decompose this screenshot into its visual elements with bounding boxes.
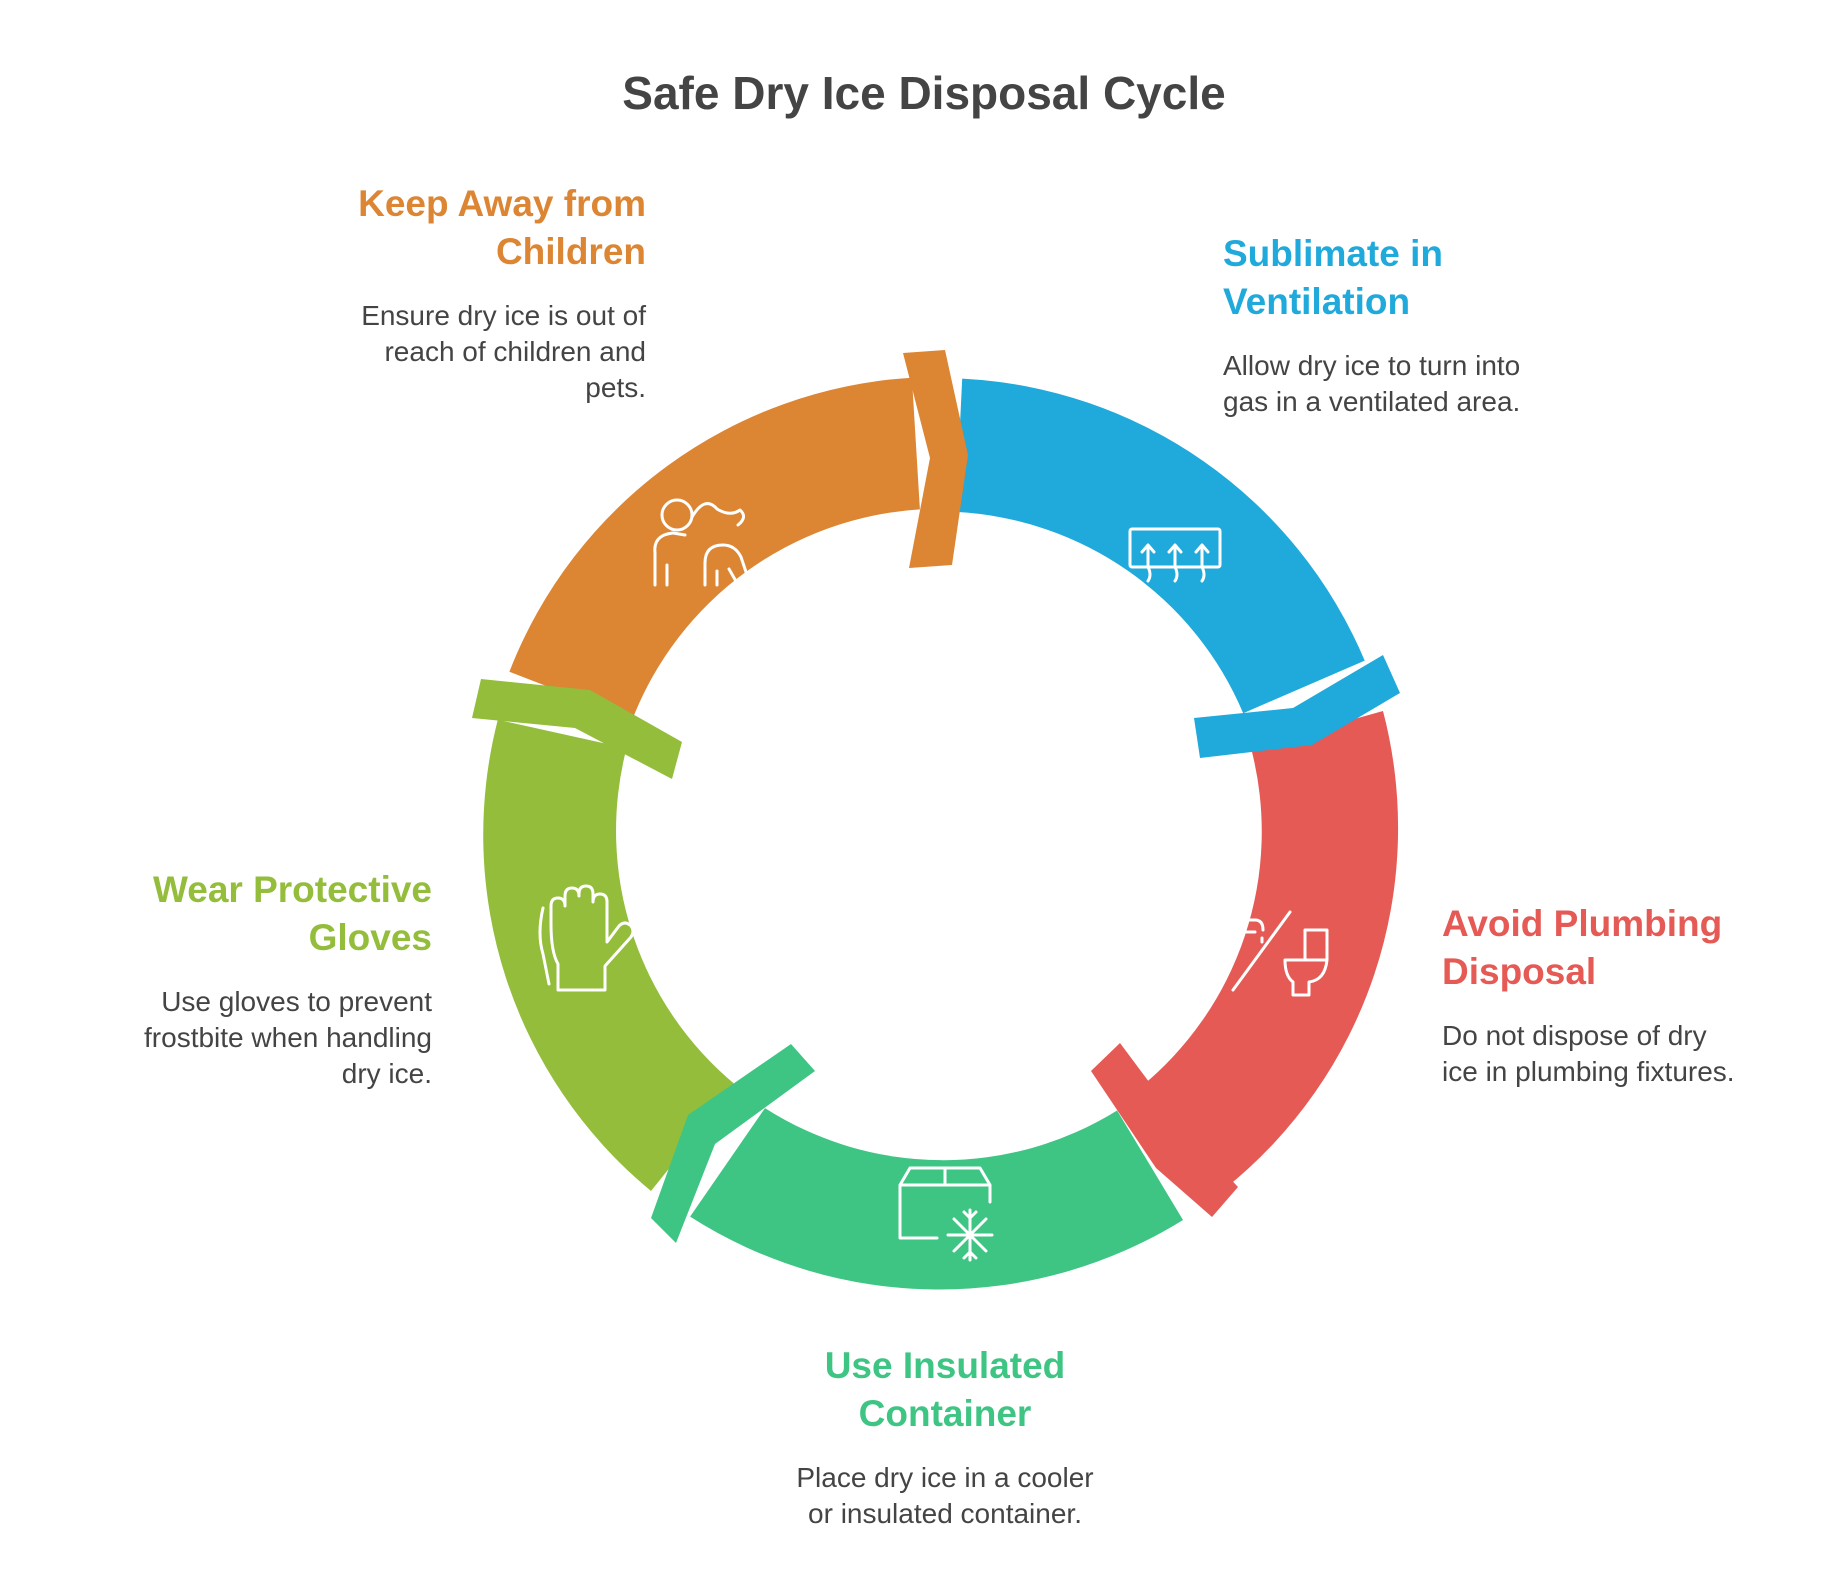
step-gloves: Wear Protective Gloves Use gloves to pre… xyxy=(30,866,432,1092)
desc-line: Ensure dry ice is out of xyxy=(361,300,646,331)
connector-gloves-children xyxy=(472,679,682,779)
desc-line: ice in plumbing fixtures. xyxy=(1442,1056,1735,1087)
heading-line: Sublimate in xyxy=(1223,233,1443,274)
heading-line: Keep Away from xyxy=(358,183,646,224)
desc-line: Allow dry ice to turn into xyxy=(1223,350,1521,381)
step-description: Place dry ice in a cooler or insulated c… xyxy=(735,1460,1155,1532)
step-description: Ensure dry ice is out of reach of childr… xyxy=(240,298,646,406)
desc-line: pets. xyxy=(585,372,646,403)
segment-gloves xyxy=(483,719,736,1191)
heading-line: Wear Protective xyxy=(153,869,432,910)
segment-children xyxy=(509,377,920,720)
step-heading: Use Insulated Container xyxy=(735,1342,1155,1438)
desc-line: frostbite when handling xyxy=(144,1022,432,1053)
step-sublimate: Sublimate in Ventilation Allow dry ice t… xyxy=(1223,230,1643,420)
segment-plumbing xyxy=(1137,711,1399,1190)
step-container: Use Insulated Container Place dry ice in… xyxy=(735,1342,1155,1532)
step-children: Keep Away from Children Ensure dry ice i… xyxy=(240,180,646,406)
step-heading: Sublimate in Ventilation xyxy=(1223,230,1643,326)
heading-line: Gloves xyxy=(308,917,432,958)
connector-plumbing-container xyxy=(1091,1043,1238,1217)
desc-line: reach of children and xyxy=(384,336,646,367)
ventilation-icon xyxy=(1128,527,1222,583)
heading-line: Avoid Plumbing xyxy=(1442,903,1723,944)
desc-line: dry ice. xyxy=(341,1058,432,1089)
desc-line: Place dry ice in a cooler xyxy=(796,1462,1094,1493)
segment-sublimate xyxy=(955,378,1365,714)
heading-line: Use Insulated xyxy=(824,1345,1066,1386)
desc-line: Do not dispose of dry xyxy=(1442,1020,1707,1051)
step-heading: Avoid Plumbing Disposal xyxy=(1442,900,1832,996)
desc-line: or insulated container. xyxy=(808,1498,1082,1529)
page-title: Safe Dry Ice Disposal Cycle xyxy=(622,67,1226,119)
step-description: Allow dry ice to turn into gas in a vent… xyxy=(1223,348,1643,420)
no-plumbing-icon xyxy=(1221,902,1329,997)
segment-container xyxy=(690,1108,1183,1290)
step-description: Use gloves to prevent frostbite when han… xyxy=(30,984,432,1092)
insulated-box-icon xyxy=(898,1166,994,1262)
connector-children-sublimate xyxy=(903,350,968,568)
heading-line: Ventilation xyxy=(1223,281,1411,322)
desc-line: gas in a ventilated area. xyxy=(1223,386,1521,417)
glove-icon xyxy=(538,884,635,992)
heading-line: Children xyxy=(495,231,646,272)
step-heading: Keep Away from Children xyxy=(240,180,646,276)
connector-container-gloves xyxy=(651,1044,815,1243)
heading-line: Disposal xyxy=(1442,951,1597,992)
step-description: Do not dispose of dry ice in plumbing fi… xyxy=(1442,1018,1832,1090)
desc-line: Use gloves to prevent xyxy=(161,986,432,1017)
step-heading: Wear Protective Gloves xyxy=(30,866,432,962)
connector-sublimate-plumbing xyxy=(1194,655,1400,758)
step-plumbing: Avoid Plumbing Disposal Do not dispose o… xyxy=(1442,900,1832,1090)
child-pet-icon xyxy=(653,498,749,587)
heading-line: Container xyxy=(858,1393,1032,1434)
